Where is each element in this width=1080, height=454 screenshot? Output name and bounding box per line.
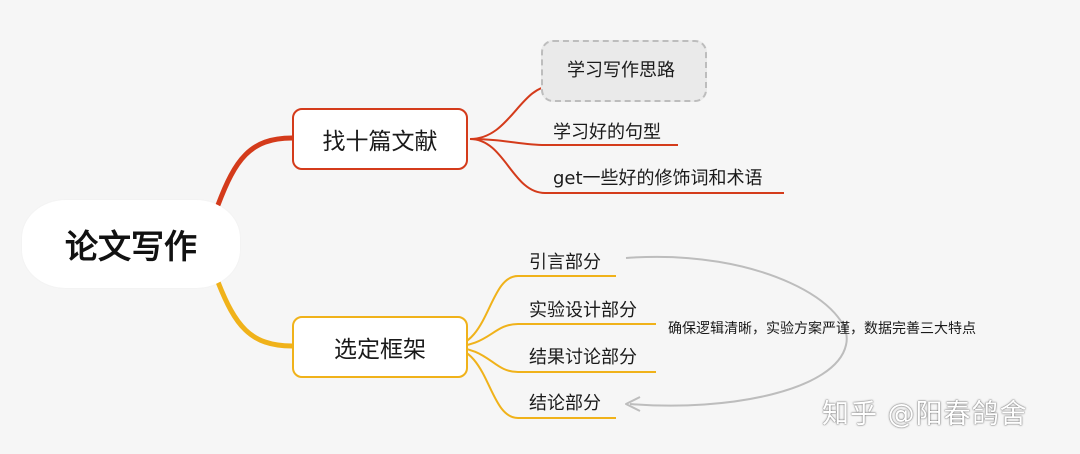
leaf-node-conclusion[interactable]: 结论部分	[529, 393, 601, 414]
leaf-node-introduction[interactable]: 引言部分	[529, 252, 601, 273]
root-node-label: 论文写作	[65, 227, 197, 266]
connector-branch-1-leaf-2	[469, 138, 678, 146]
relationship-label[interactable]: 确保逻辑清晰，实验方案严谨，数据完善三大特点	[668, 321, 976, 337]
leaf-node-writing-ideas[interactable]: 学习写作思路	[567, 60, 675, 81]
watermark: 知乎 @阳春鸽舍	[822, 399, 1028, 430]
branch-node-label: 选定框架	[334, 337, 426, 363]
branch-node-choose-framework[interactable]: 选定框架	[292, 316, 468, 378]
leaf-node-modifiers-terms[interactable]: get一些好的修饰词和术语	[553, 168, 763, 189]
root-node[interactable]: 论文写作	[22, 200, 240, 288]
connector-root-to-branch-1	[215, 135, 295, 208]
relationship-curve	[625, 255, 848, 407]
branch-node-label: 找十篇文献	[322, 129, 438, 155]
leaf-node-experiment-design[interactable]: 实验设计部分	[529, 300, 637, 321]
leaf-node-good-sentences[interactable]: 学习好的句型	[553, 122, 661, 143]
branch-node-find-papers[interactable]: 找十篇文献	[292, 108, 468, 170]
leaf-node-results-discussion[interactable]: 结果讨论部分	[529, 347, 637, 368]
connector-root-to-branch-2	[215, 279, 295, 349]
relationship-arrowhead	[625, 396, 641, 412]
connector-branch-1-leaf-3	[469, 138, 784, 194]
selected-node-outline[interactable]	[541, 40, 707, 102]
